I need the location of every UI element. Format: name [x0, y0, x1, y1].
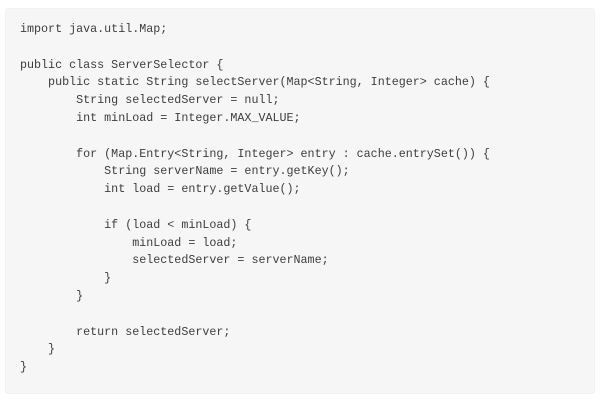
- code-block: import java.util.Map; public class Serve…: [5, 8, 595, 394]
- code-content: import java.util.Map; public class Serve…: [20, 22, 490, 375]
